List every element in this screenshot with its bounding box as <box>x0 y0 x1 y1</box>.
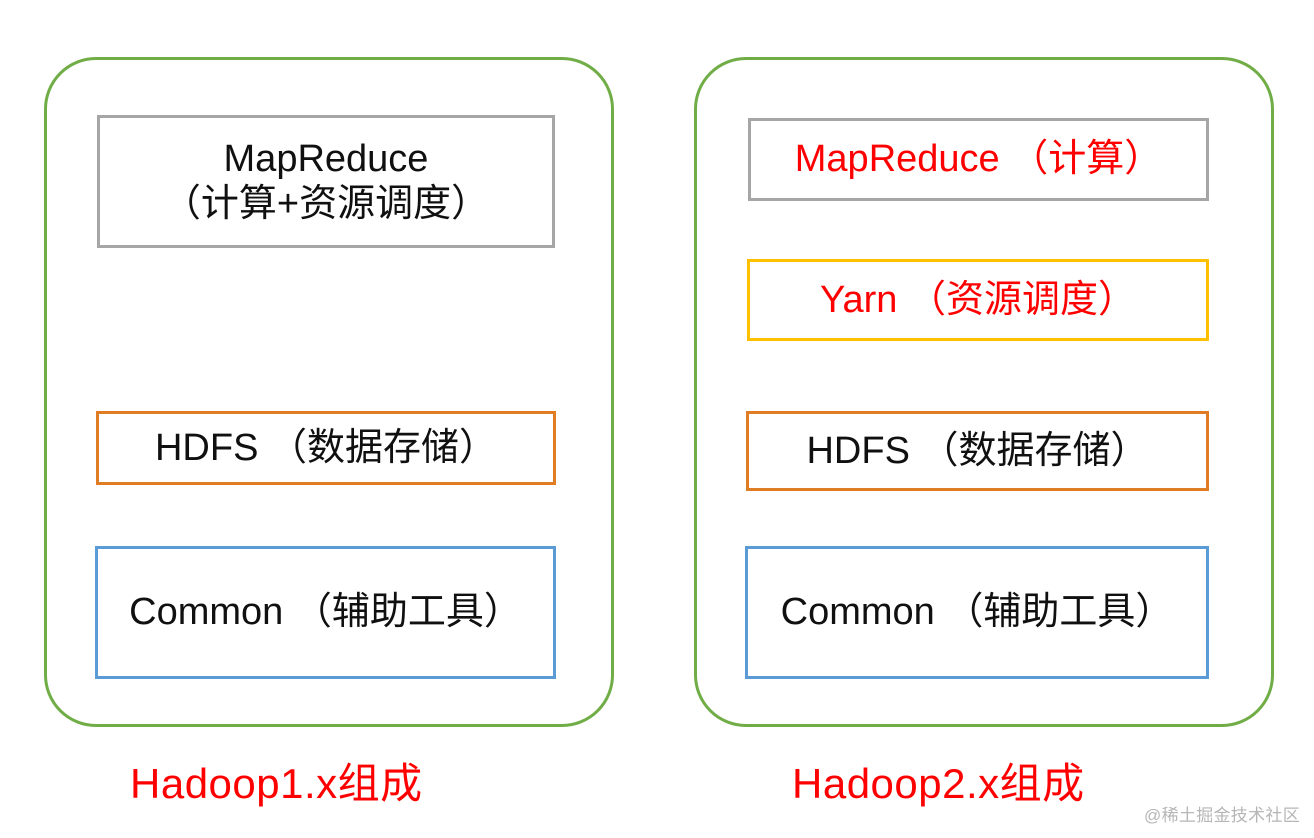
hadoop1-layer-mapreduce: MapReduce （计算+资源调度） <box>97 115 555 248</box>
hadoop1-caption: Hadoop1.x组成 <box>130 760 423 807</box>
hadoop2-layer-mapreduce: MapReduce （计算） <box>748 118 1209 201</box>
hadoop2-layer-hdfs: HDFS （数据存储） <box>746 411 1209 491</box>
hadoop2-layer-yarn: Yarn （资源调度） <box>747 259 1209 341</box>
hadoop2-layer-common: Common （辅助工具） <box>745 546 1209 679</box>
hadoop1-layer-common: Common （辅助工具） <box>95 546 556 679</box>
hadoop2-caption: Hadoop2.x组成 <box>792 760 1085 807</box>
watermark-label: @稀土掘金技术社区 <box>1144 806 1300 825</box>
hadoop1-layer-hdfs: HDFS （数据存储） <box>96 411 556 485</box>
